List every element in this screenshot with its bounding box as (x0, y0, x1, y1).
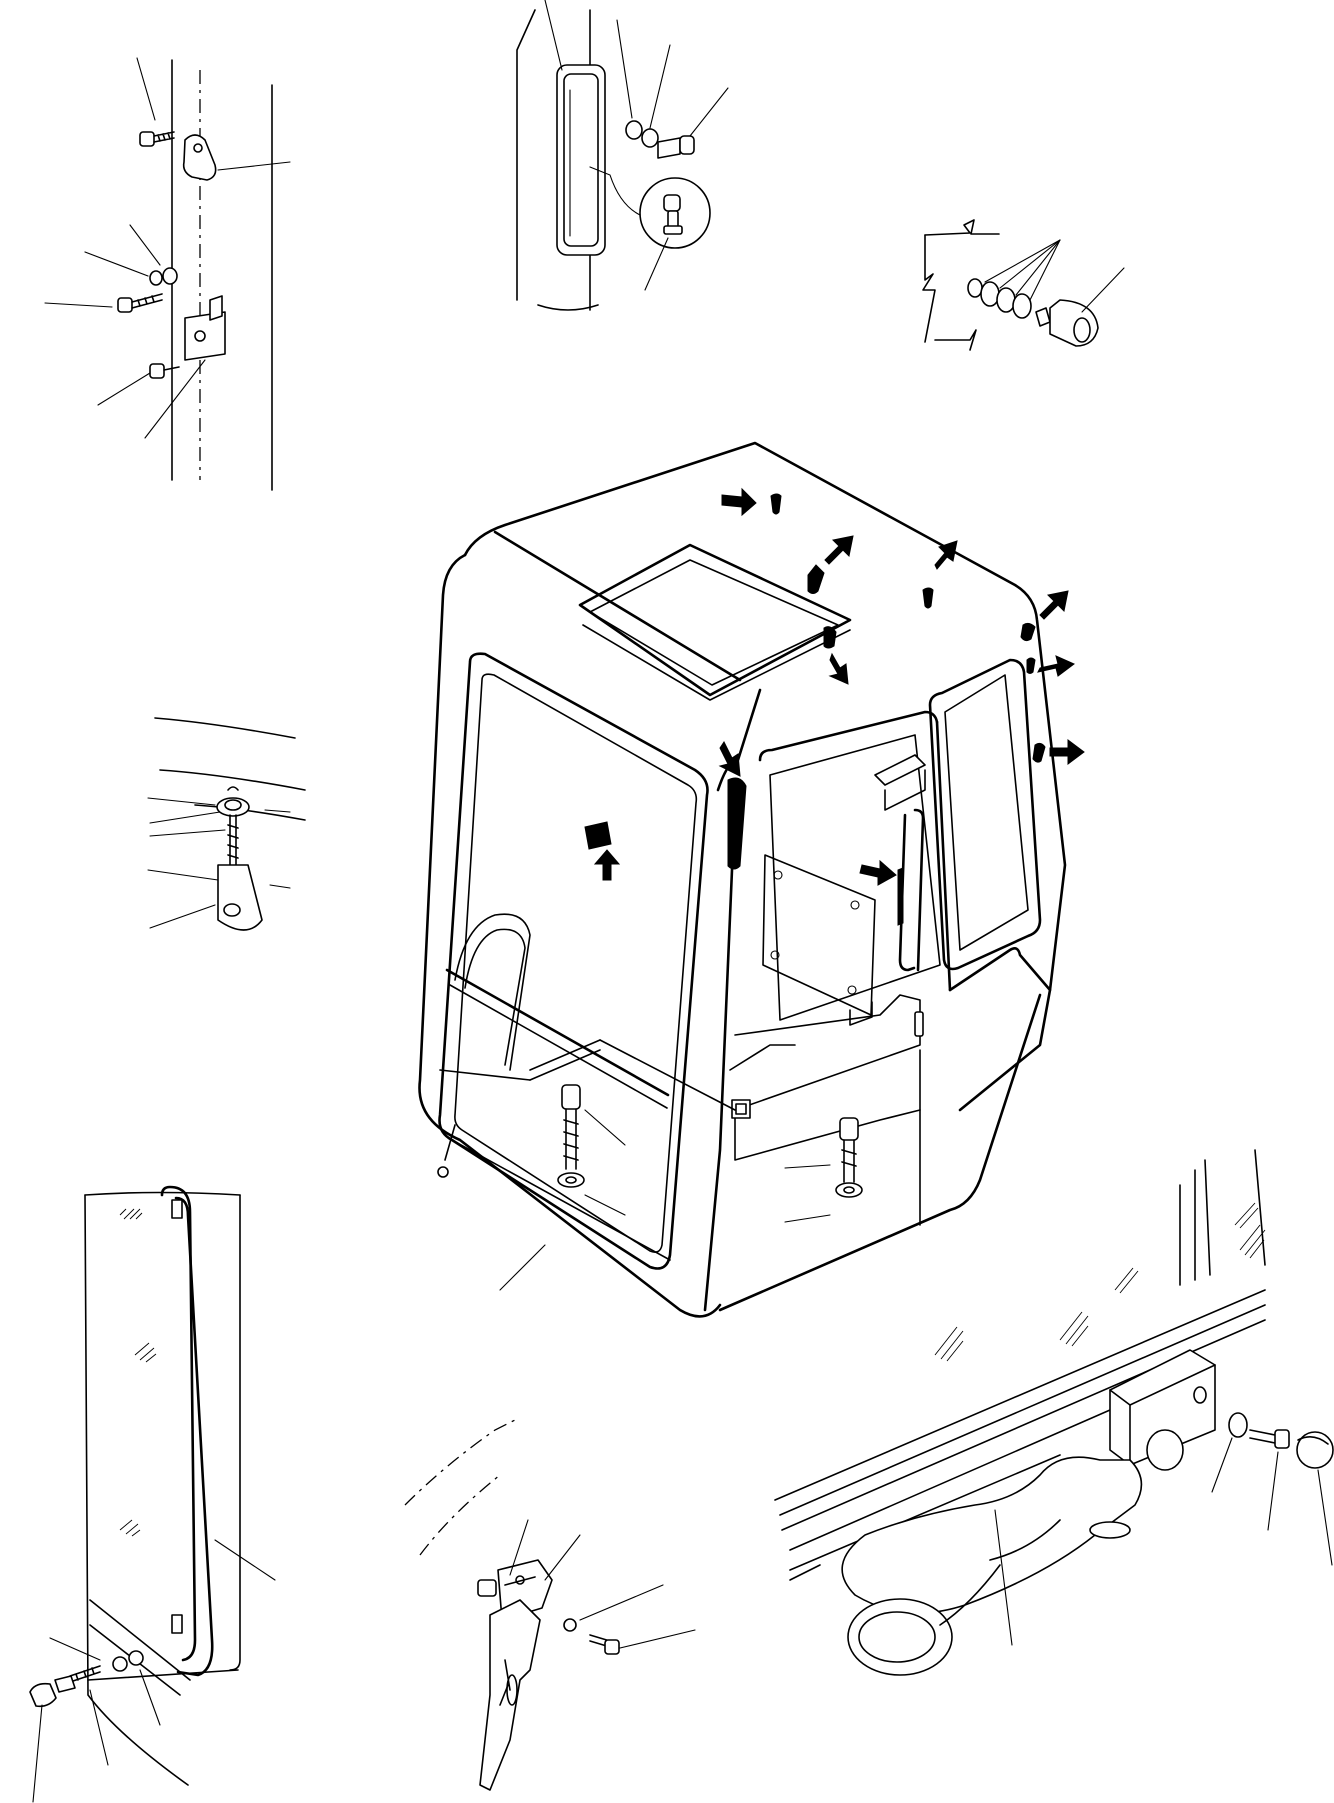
rubber-stopper-detail (147, 717, 306, 931)
floor-bolt-front (557, 1084, 585, 1188)
bolt-upper (139, 131, 175, 147)
operator-cab (418, 441, 1085, 1318)
door-latch-detail (404, 1419, 696, 1791)
grab-handle-detail (29, 1185, 276, 1803)
pillar-pad-detail (516, 0, 729, 311)
hinge-bracket-detail (44, 57, 291, 491)
stopper-markers (584, 487, 1085, 926)
bumper-stop-detail (922, 219, 1125, 351)
floor-bolt-rear (835, 1117, 863, 1198)
side-handle-detail (774, 1149, 1334, 1676)
